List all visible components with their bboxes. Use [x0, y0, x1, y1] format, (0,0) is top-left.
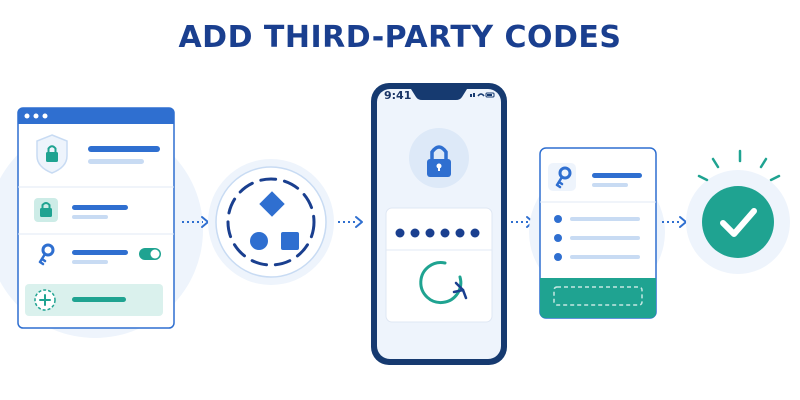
window-dot: [24, 113, 30, 119]
flow-arrow-2: [338, 216, 363, 228]
refresh-icon: [419, 261, 468, 305]
saved-codes-stage: [529, 147, 665, 319]
code-card: [385, 207, 493, 323]
add-account-row[interactable]: [25, 284, 163, 316]
flow-arrow-4: [662, 216, 687, 228]
account-row-shield[interactable]: [36, 134, 160, 174]
check-icon: [702, 186, 774, 258]
code-slot: [553, 286, 643, 306]
lock-circle: [409, 128, 469, 188]
success-stage: [686, 149, 790, 274]
list-item[interactable]: [554, 234, 562, 242]
window-dot: [42, 113, 48, 119]
account-list-stage: [0, 107, 203, 338]
key-icon: [555, 166, 572, 189]
list-item[interactable]: [554, 215, 562, 223]
account-row-lock[interactable]: [34, 198, 128, 222]
integration-stage: [208, 159, 334, 285]
account-row-key[interactable]: [38, 243, 161, 266]
phone-status-time: 9:41: [384, 89, 412, 102]
code-list: [554, 215, 640, 261]
codes-card-footer: [540, 278, 656, 318]
phone-stage: [371, 83, 507, 365]
list-item[interactable]: [554, 253, 562, 261]
page-title: ADD THIRD-PARTY CODES: [178, 20, 622, 55]
shapes-icon: [250, 191, 299, 250]
key-icon: [41, 243, 55, 257]
window-dot: [33, 113, 39, 119]
phone-notch: [411, 89, 467, 100]
code-dots: [395, 228, 480, 238]
lock-icon: [427, 145, 451, 177]
sparkle-lines: [697, 149, 781, 182]
